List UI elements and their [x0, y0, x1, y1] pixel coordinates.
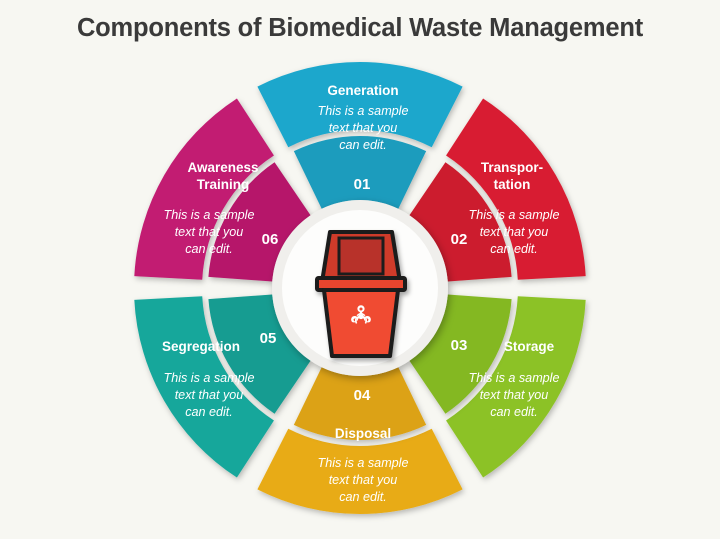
segment-text-04: Disposal This is a sample text that you …: [318, 426, 409, 504]
segment-label-06: Awareness: [187, 160, 258, 175]
segment-label-06-line2: Training: [197, 177, 250, 192]
segment-text-02: Transpor- tation This is a sample text t…: [469, 160, 560, 256]
segment-text-01: Generation This is a sample text that yo…: [318, 83, 409, 152]
outer-segment-01[interactable]: [257, 61, 463, 148]
segment-body-05-line1: This is a sample: [164, 371, 255, 385]
segment-body-02-line2: text that you: [480, 225, 549, 239]
outer-segment-06[interactable]: [134, 98, 274, 280]
inner-segment-02[interactable]: [409, 162, 512, 282]
segment-text-06: Awareness Training This is a sample text…: [164, 160, 259, 256]
segment-label-04: Disposal: [335, 426, 391, 441]
segment-body-03-line1: This is a sample: [469, 371, 560, 385]
segment-body-02-line1: This is a sample: [469, 208, 560, 222]
segment-body-06-line2: text that you: [175, 225, 244, 239]
inner-segment-03[interactable]: [409, 294, 512, 414]
segment-body-04-line2: text that you: [329, 473, 398, 487]
segment-body-05-line3: can edit.: [185, 405, 233, 419]
segment-number-01: 01: [354, 176, 371, 193]
outer-segment-02[interactable]: [446, 98, 586, 280]
inner-segment-05[interactable]: [208, 294, 311, 414]
segment-body-06-line1: This is a sample: [164, 208, 255, 222]
segment-number-05: 05: [260, 330, 277, 347]
segment-number-04: 04: [354, 387, 371, 404]
segment-body-03-line2: text that you: [480, 388, 549, 402]
page-title: Components of Biomedical Waste Managemen…: [76, 14, 644, 42]
segment-label-02: Transpor-: [481, 160, 543, 175]
segment-body-03-line3: can edit.: [490, 405, 538, 419]
segment-body-01-line3: can edit.: [339, 138, 387, 152]
segment-label-01: Generation: [327, 83, 398, 98]
segment-label-03: Storage: [504, 339, 555, 354]
outer-ring-group: [134, 61, 586, 514]
segment-body-02-line3: can edit.: [490, 242, 538, 256]
segment-label-02-line2: tation: [494, 177, 531, 192]
segment-body-01-line1: This is a sample: [318, 104, 409, 118]
segment-body-05-line2: text that you: [175, 388, 244, 402]
inner-segment-04[interactable]: [293, 367, 427, 440]
segment-text-03: Storage This is a sample text that you c…: [469, 339, 560, 419]
inner-ring-group: [208, 136, 512, 440]
segment-number-02: 02: [451, 231, 468, 248]
segment-body-01-line2: text that you: [329, 121, 398, 135]
biohazard-symbol: [351, 305, 371, 324]
segment-body-06-line3: can edit.: [185, 242, 233, 256]
segment-body-04-line1: This is a sample: [318, 456, 409, 470]
segment-text-05: Segregation This is a sample text that y…: [162, 339, 255, 419]
inner-segment-06[interactable]: [208, 162, 311, 282]
segment-number-06: 06: [262, 231, 279, 248]
outer-segment-05[interactable]: [134, 296, 274, 478]
segment-label-05: Segregation: [162, 339, 240, 354]
biohazard-waste-bin-icon: [315, 230, 407, 358]
inner-segment-01[interactable]: [293, 136, 427, 209]
outer-segment-03[interactable]: [446, 296, 586, 478]
segment-number-03: 03: [451, 337, 468, 354]
outer-segment-04[interactable]: [257, 428, 463, 514]
segment-body-04-line3: can edit.: [339, 490, 387, 504]
